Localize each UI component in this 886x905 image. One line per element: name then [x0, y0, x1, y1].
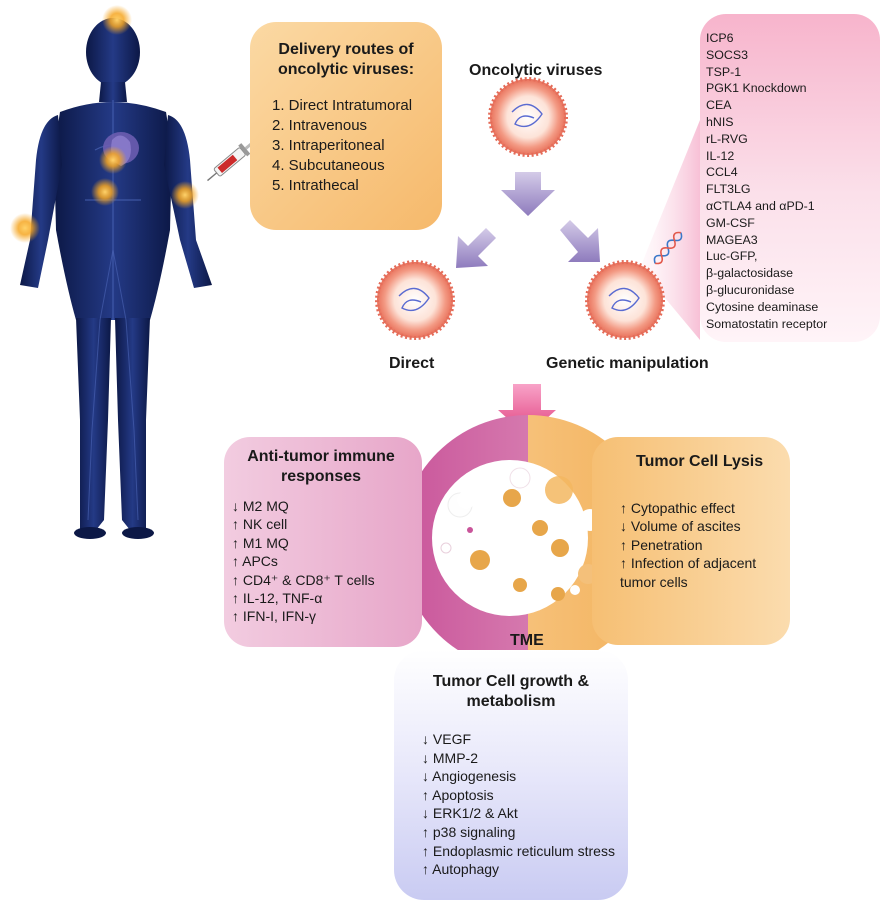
lysis-item: ↓ Volume of ascites: [620, 518, 741, 535]
oncolytic-virus-top: [488, 77, 568, 157]
gene-item: SOCS3: [706, 47, 749, 62]
growth-item: ↓ ERK1/2 & Akt: [422, 805, 518, 822]
gene-item: Cytosine deaminase: [706, 299, 819, 314]
growth-item: ↓ Angiogenesis: [422, 768, 517, 785]
delivery-routes-list: 1. Direct Intratumoral 2. Intravenous 3.…: [272, 96, 442, 196]
gene-item: Somatostatin receptor: [706, 316, 828, 331]
gene-item: TSP-1: [706, 64, 742, 79]
gene-item: β-glucuronidase: [706, 282, 795, 297]
tumor-growth-metabolism-box: Tumor Cell growth & metabolism ↓ VEGF ↓ …: [394, 650, 628, 900]
gene-item: hNIS: [706, 114, 734, 129]
gene-item: FLT3LG: [706, 182, 751, 197]
genetic-modifications-box: ICP6 SOCS3 TSP-1 PGK1 Knockdown CEA hNIS…: [700, 14, 880, 342]
gene-item: IL-12: [706, 148, 735, 163]
growth-item: ↑ Autophagy: [422, 861, 500, 878]
delivery-routes-title: Delivery routes of oncolytic viruses:: [277, 41, 415, 78]
oncolytic-virus-genetic: [585, 260, 665, 340]
lysis-item: ↑ Infection of adjacent tumor cells: [620, 555, 757, 590]
lysis-list: ↑ Cytopathic effect ↓ Volume of ascites …: [620, 499, 780, 591]
delivery-route-item: 4. Subcutaneous: [272, 157, 385, 174]
tumor-cell-lysis-box: Tumor Cell Lysis ↑ Cytopathic effect ↓ V…: [592, 437, 790, 645]
gene-item: MAGEA3: [706, 232, 758, 247]
growth-list: ↓ VEGF ↓ MMP-2 ↓ Angiogenesis ↑ Apoptosi…: [422, 730, 628, 879]
lysis-title: Tumor Cell Lysis: [636, 453, 764, 470]
gene-item: αCTLA4 and αPD-1: [706, 198, 815, 213]
tumor-glow-spots: [10, 5, 199, 243]
immune-item: ↓ M2 MQ: [232, 498, 289, 514]
gene-item: β-galactosidase: [706, 266, 794, 281]
delivery-route-item: 1. Direct Intratumoral: [272, 97, 413, 114]
immune-item: ↑ CD4⁺ & CD8⁺ T cells: [232, 571, 375, 588]
lysis-item: ↑ Penetration: [620, 536, 703, 553]
growth-item: ↑ p38 signaling: [422, 823, 516, 840]
dna-helix-icon: [653, 231, 683, 265]
oncolytic-virus-direct: [375, 260, 455, 340]
gene-item: CCL4: [706, 165, 738, 180]
immune-list: ↓ M2 MQ ↑ NK cell ↑ M1 MQ ↑ APCs ↑ CD4⁺ …: [232, 497, 422, 626]
gene-item: Luc-GFP,: [706, 249, 758, 264]
gene-item: PGK1 Knockdown: [706, 81, 807, 96]
growth-item: ↑ Apoptosis: [422, 786, 494, 803]
gene-item: rL-RVG: [706, 131, 748, 146]
delivery-route-item: 3. Intraperitoneal: [272, 137, 385, 154]
delivery-route-item: 5. Intrathecal: [272, 177, 359, 194]
gene-item: CEA: [706, 98, 732, 113]
immune-item: ↑ NK cell: [232, 516, 288, 533]
growth-item: ↑ Endoplasmic reticulum stress: [422, 842, 615, 859]
growth-item: ↓ VEGF: [422, 731, 472, 747]
immune-item: ↑ APCs: [232, 553, 278, 570]
delivery-route-item: 2. Intravenous: [272, 117, 368, 134]
human-body-figure: [20, 18, 212, 539]
immune-item: ↑ IFN-I, IFN-γ: [232, 608, 316, 625]
flow-arrows: [456, 172, 600, 268]
oncolytic-viruses-label: Oncolytic viruses: [469, 62, 603, 79]
growth-item: ↓ MMP-2: [422, 749, 478, 766]
tme-label: TME: [510, 632, 544, 649]
gene-item: GM-CSF: [706, 215, 755, 230]
gene-list: ICP6 SOCS3 TSP-1 PGK1 Knockdown CEA hNIS…: [706, 30, 880, 332]
genetic-manipulation-label: Genetic manipulation: [546, 355, 709, 372]
immune-title: Anti-tumor immune responses: [247, 448, 395, 485]
direct-label: Direct: [389, 355, 435, 372]
immune-item: ↑ M1 MQ: [232, 534, 289, 551]
anti-tumor-immune-box: Anti-tumor immune responses ↓ M2 MQ ↑ NK…: [224, 437, 422, 647]
lysis-item: ↑ Cytopathic effect: [620, 500, 735, 516]
growth-title: Tumor Cell growth & metabolism: [432, 673, 590, 710]
delivery-routes-box: Delivery routes of oncolytic viruses: 1.…: [250, 22, 442, 230]
gene-item: ICP6: [706, 31, 734, 45]
immune-item: ↑ IL-12, TNF-α: [232, 590, 323, 607]
